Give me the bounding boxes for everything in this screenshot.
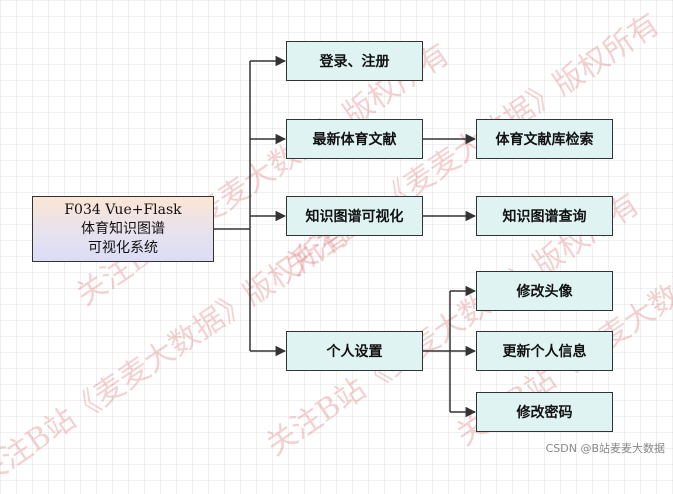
node-latest-literature: 最新体育文献: [286, 119, 423, 159]
node-graph-visualization: 知识图谱可视化: [286, 196, 423, 236]
root-line-1: F034 Vue+Flask: [64, 201, 182, 218]
connector-lines: [214, 55, 477, 418]
node-update-profile: 更新个人信息: [476, 331, 613, 371]
node-literature-search: 体育文献库检索: [476, 119, 613, 159]
node-personal-settings: 个人设置: [286, 331, 423, 371]
node-change-password: 修改密码: [476, 392, 613, 432]
root-line-3: 可视化系统: [88, 239, 158, 256]
node-change-avatar: 修改头像: [476, 271, 613, 311]
root-node: F034 Vue+Flask 体育知识图谱 可视化系统: [32, 196, 214, 262]
node-login-register: 登录、注册: [286, 41, 423, 81]
root-line-2: 体育知识图谱: [81, 220, 165, 237]
footer-credit: CSDN @B站麦麦大数据: [545, 442, 665, 455]
node-graph-query: 知识图谱查询: [476, 196, 613, 236]
